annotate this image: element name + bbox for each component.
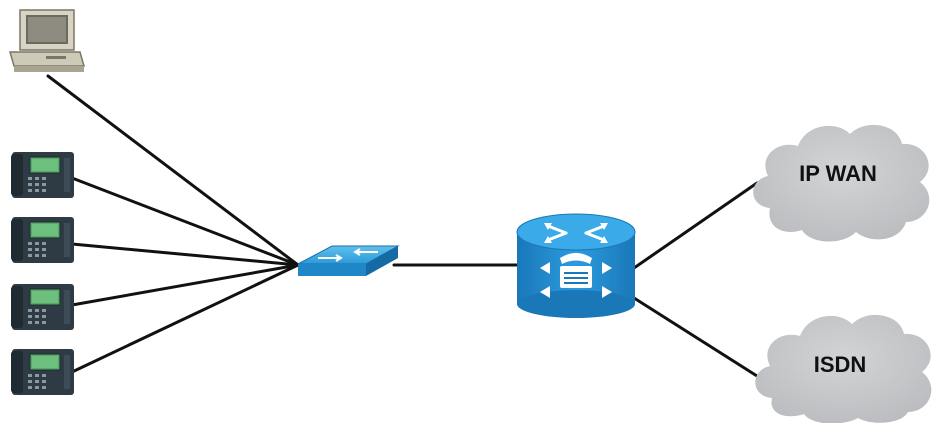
voice-gateway-router-icon [516,213,636,318]
link-router-isdn [632,296,759,378]
ip-phone-icon [10,151,75,199]
link-phone-2-switch [70,242,300,267]
cloud-label-isdn: ISDN [814,352,867,377]
cloud-isdn: ISDN [755,315,932,423]
link-pc-switch [46,74,300,267]
links [46,74,759,378]
desktop-computer-icon [9,9,85,72]
link-phone-1-switch [70,176,300,267]
ip-phone-icon [10,216,75,264]
link-router-ipwan [632,181,759,270]
link-phone-4-switch [70,263,300,374]
cloud-ip-wan: IP WAN [753,124,930,242]
ip-phone-icon [10,348,75,396]
ip-phone-icon [10,283,75,331]
cloud-label-ip-wan: IP WAN [799,161,877,186]
link-phone-3-switch [70,263,300,307]
network-switch-icon [297,245,400,276]
